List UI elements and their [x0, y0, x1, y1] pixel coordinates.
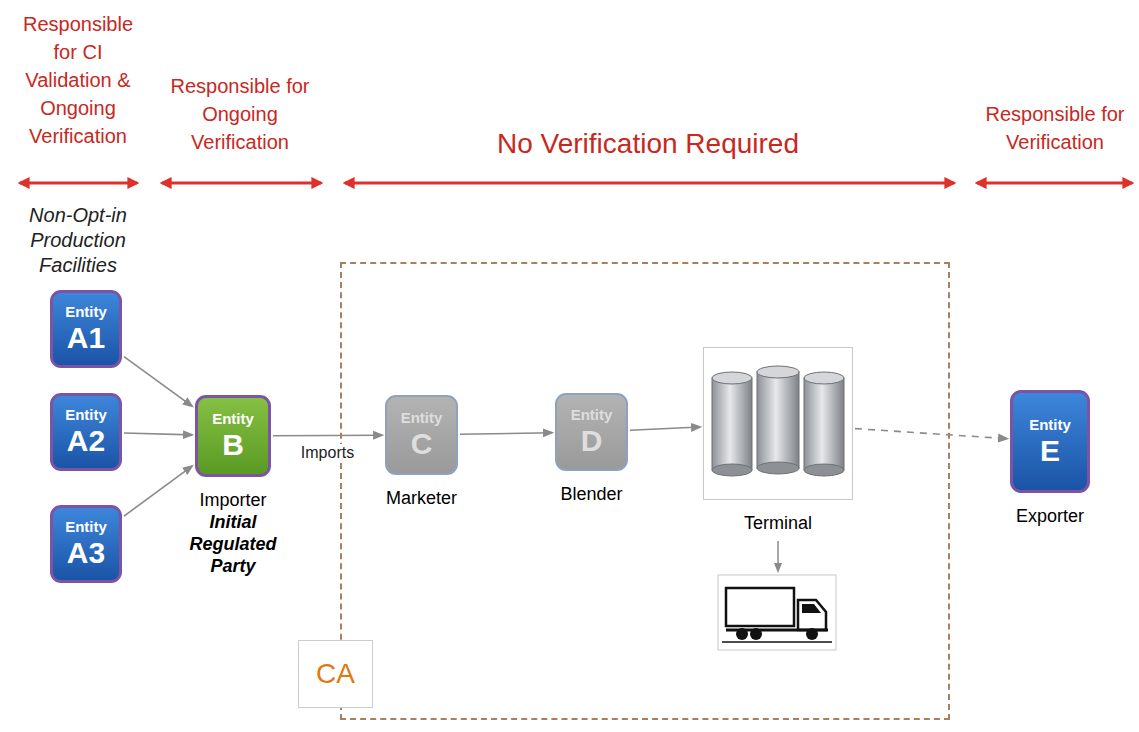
entity-word: Entity [65, 406, 107, 424]
role-label: Importer [181, 489, 285, 511]
region-name: CA [316, 658, 355, 690]
entity-shape: EntityA2 [50, 393, 122, 471]
entity-box: EntityA2 [50, 393, 122, 471]
role-label: Terminal [703, 512, 853, 534]
scope-arrows [20, 182, 1132, 185]
role-label: Exporter [990, 505, 1110, 527]
entity-letter: A3 [67, 536, 105, 570]
entity-word: Entity [571, 406, 613, 424]
terminal-truck-arrow [777, 541, 779, 571]
entity-letter: A2 [67, 424, 105, 458]
entity-letter: E [1040, 434, 1060, 468]
scope-heading: Responsible for Verification [970, 100, 1139, 156]
scope-heading: Responsible for Ongoing Verification [160, 72, 320, 156]
entity-letter: A1 [67, 321, 105, 355]
scope-heading: Responsible for CI Validation & Ongoing … [10, 10, 146, 150]
entity-shape: EntityA1 [50, 290, 122, 368]
entity-letter: C [411, 427, 433, 461]
edge-label: Imports [299, 444, 356, 462]
flow-arrow [124, 433, 192, 435]
entity-letter: D [581, 424, 603, 458]
region-box: CAEntityCMarketerEntityDBlenderTerminal [340, 262, 950, 720]
node-caption: Exporter [990, 505, 1110, 527]
node-caption: Marketer [362, 487, 482, 509]
entity-word: Entity [1029, 416, 1071, 434]
entity-box: EntityEExporter [1010, 390, 1090, 493]
node-caption: Terminal [703, 512, 853, 534]
terminal-box: Terminal [703, 347, 853, 500]
flow-arrow [124, 466, 192, 516]
group-label: Non-Opt-in Production Facilities [8, 203, 148, 278]
entity-letter: B [222, 428, 244, 462]
entity-shape: EntityE [1010, 390, 1090, 493]
entity-shape: EntityA3 [50, 505, 122, 583]
entity-word: Entity [401, 409, 443, 427]
entity-word: Entity [65, 518, 107, 536]
truck-picture [718, 575, 836, 650]
entity-box: EntityA1 [50, 290, 122, 368]
role-label: Initial Regulated Party [181, 511, 285, 577]
entity-box: EntityA3 [50, 505, 122, 583]
flow-arrow [273, 434, 382, 436]
flow-arrow [630, 427, 700, 430]
scope-heading: No Verification Required [448, 128, 848, 160]
entity-shape: EntityD [555, 393, 628, 471]
role-label: Marketer [362, 487, 482, 509]
entity-word: Entity [65, 303, 107, 321]
node-caption: ImporterInitial Regulated Party [181, 489, 285, 577]
flow-arrow [124, 357, 192, 406]
entity-shape: EntityC [385, 395, 458, 475]
flow-arrow [460, 433, 552, 435]
entity-box: EntityBImporterInitial Regulated Party [195, 395, 271, 477]
entity-word: Entity [212, 410, 254, 428]
node-caption: Blender [532, 483, 652, 505]
storage-tanks [712, 366, 844, 476]
region-tag: CA [298, 640, 373, 708]
picture-frame [703, 347, 853, 500]
entity-box: EntityCMarketer [385, 395, 458, 475]
flow-arrow [855, 429, 1007, 439]
entity-shape: EntityB [195, 395, 271, 477]
role-label: Blender [532, 483, 652, 505]
entity-box: EntityDBlender [555, 393, 628, 471]
